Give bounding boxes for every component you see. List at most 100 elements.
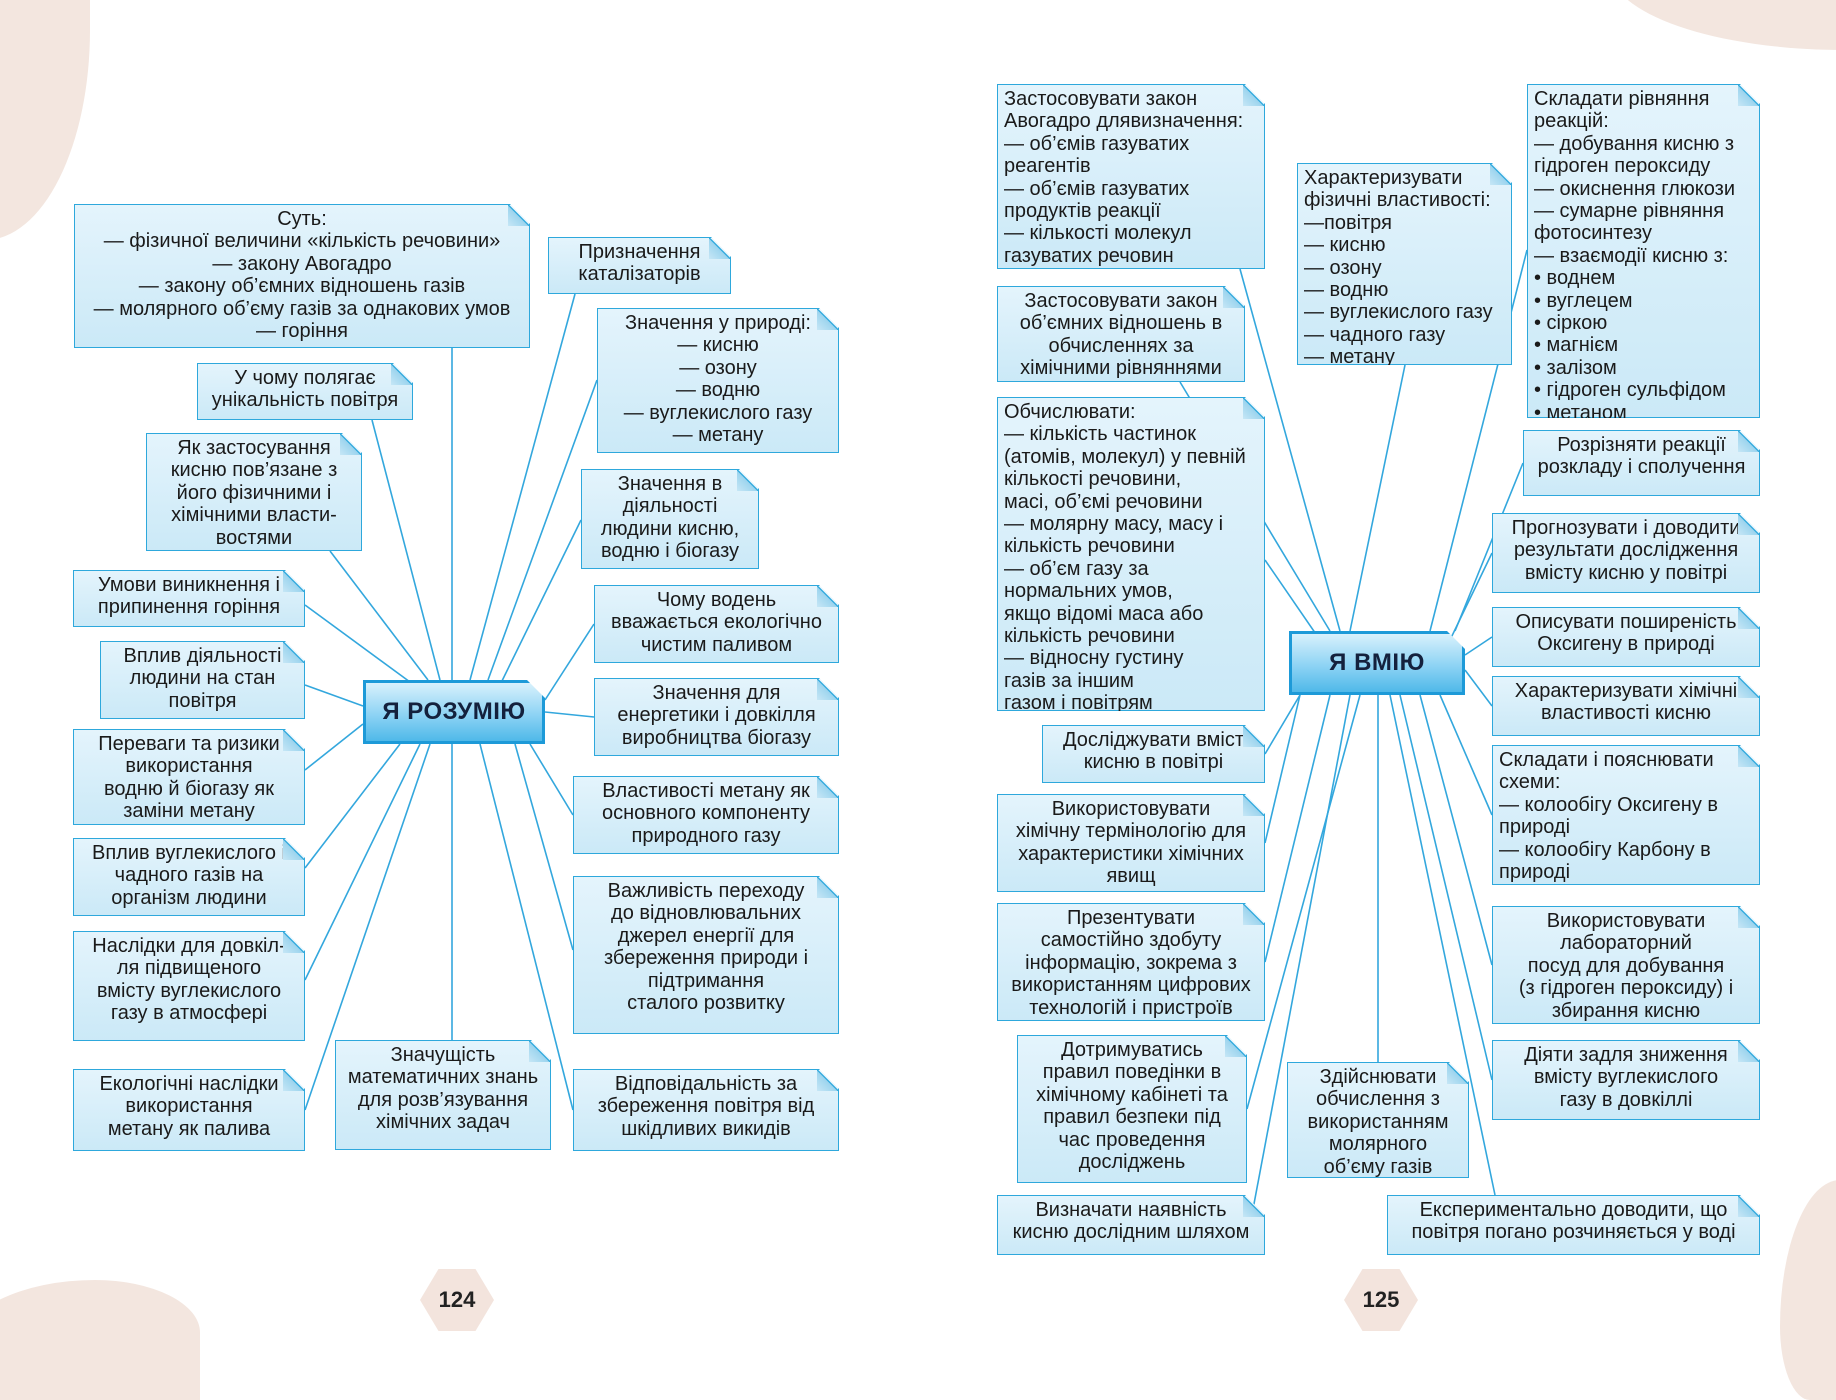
box-line: лабораторний: [1560, 932, 1692, 955]
connector-line: [1464, 636, 1493, 656]
box-line: водню й біогазу як: [104, 777, 274, 800]
connector-line: [514, 743, 574, 951]
box-line: результати дослідження: [1513, 539, 1739, 562]
connector-line: [1249, 694, 1351, 1226]
box-line: хімічну термінологію для: [1015, 820, 1247, 843]
box-line: Призначення: [578, 241, 701, 263]
box-line: Використовувати: [1051, 798, 1211, 820]
connector-line: [487, 379, 598, 681]
box-line: гідроген пероксиду: [1534, 155, 1711, 178]
connector-line: [371, 419, 441, 681]
box-line: інформацію, зокрема з: [1025, 951, 1237, 974]
box-line: ля підвищеного: [116, 957, 262, 980]
box-line: технологій і пристроїв: [1029, 996, 1233, 1019]
box-line: організм людини: [111, 886, 267, 909]
box-line: — кількості молекул: [1004, 222, 1192, 245]
box-line: об’єму газів: [1323, 1155, 1433, 1178]
box-line: людини на стан: [129, 667, 276, 690]
box-line: хімічних задач: [376, 1111, 510, 1134]
box-line: Застосовувати закон: [1024, 290, 1218, 312]
connector-line: [1464, 669, 1493, 707]
box-line: до відновлювальних: [611, 902, 801, 925]
connector-line: [1349, 364, 1406, 632]
box-line: газуватих речовин: [1004, 244, 1174, 267]
connector-line: [1454, 462, 1524, 632]
box-line: — фізичної величини «кількість речовини»: [103, 230, 501, 253]
box-line: кількості речовини,: [1004, 468, 1182, 491]
box-line: — кисню: [677, 334, 759, 357]
box-line: Вплив діяльності: [123, 645, 282, 667]
connector-line: [1264, 694, 1331, 963]
box-line: чадного газів на: [114, 864, 264, 887]
box-line: Як застосування: [177, 437, 331, 459]
connector-line: [1439, 694, 1493, 816]
page-number-right: 125: [1344, 1269, 1418, 1331]
box-line: — об’єм газу за: [1004, 557, 1149, 580]
box-line: Характеризувати хімічні: [1514, 680, 1738, 702]
box-line: продуктів реакції: [1004, 200, 1161, 223]
box-line: виробництва біогазу: [621, 726, 812, 749]
connector-line: [1264, 694, 1301, 755]
connector-line: [544, 623, 595, 701]
box-line: Дотримуватись: [1061, 1039, 1203, 1061]
box-line: Чому водень: [656, 589, 777, 611]
connector-line: [469, 293, 576, 681]
box-line: Значення у природі:: [625, 312, 811, 334]
box-line: Відповідальність за: [614, 1073, 798, 1095]
box-sut: Суть:— фізичної величини «кількість речо…: [74, 204, 530, 348]
box-line: газів за іншим: [1004, 669, 1134, 692]
box-line: — молярного об’єму газів за однакових ум…: [93, 297, 511, 320]
box-line: збереження природи і: [603, 947, 809, 970]
connector-line: [304, 743, 431, 1111]
box-line: — об’ємів газуватих: [1004, 177, 1190, 200]
box-line: — водню: [1304, 279, 1389, 302]
box-line: Значущість: [390, 1044, 496, 1066]
box-line: • гідроген сульфідом: [1534, 379, 1726, 402]
box-line: час проведення: [1058, 1128, 1206, 1151]
box-line: • вуглецем: [1534, 289, 1633, 312]
box-line: — озону: [679, 356, 757, 379]
box-line: кількість речовини: [1004, 625, 1175, 648]
box-line: Значення в: [617, 473, 723, 495]
connector-line: [329, 550, 429, 681]
box-line: Обчислювати:: [1004, 401, 1136, 423]
box-line: правил поведінки в: [1042, 1061, 1222, 1084]
box-line: — відносну густину: [1004, 647, 1184, 670]
box-line: якщо відомі маса або: [1004, 602, 1204, 625]
box-line: — горіння: [255, 320, 349, 343]
connector-line: [1419, 694, 1493, 966]
box-line: —повітря: [1304, 211, 1392, 234]
connector-line: [304, 743, 421, 981]
box-line: — колообігу Карбону в: [1499, 838, 1711, 861]
box-line: збирання кисню: [1551, 999, 1701, 1022]
box-line: Суть:: [277, 208, 327, 230]
box-line: Оксигену в природі: [1537, 633, 1715, 656]
box-line: використанням цифрових: [1011, 974, 1251, 997]
box-line: кисню в повітрі: [1083, 751, 1224, 774]
box-line: • магнієм: [1534, 334, 1619, 357]
connector-line: [304, 604, 411, 683]
box-line: діяльності: [622, 495, 718, 518]
box-line: (атомів, молекул) у певній: [1004, 445, 1246, 468]
box-line: масі, об’ємі речовини: [1004, 490, 1203, 513]
box-line: Використовувати: [1546, 910, 1706, 932]
box-line: • сіркою: [1534, 312, 1608, 335]
box-line: природі: [1499, 816, 1571, 839]
box-line: його фізичними і: [176, 481, 332, 504]
box-line: нормальних умов,: [1004, 580, 1173, 603]
box-line: схеми:: [1499, 771, 1561, 794]
box-line: енергетики і довкілля: [617, 704, 816, 727]
box-line: Експериментально доводити, що: [1419, 1199, 1728, 1221]
